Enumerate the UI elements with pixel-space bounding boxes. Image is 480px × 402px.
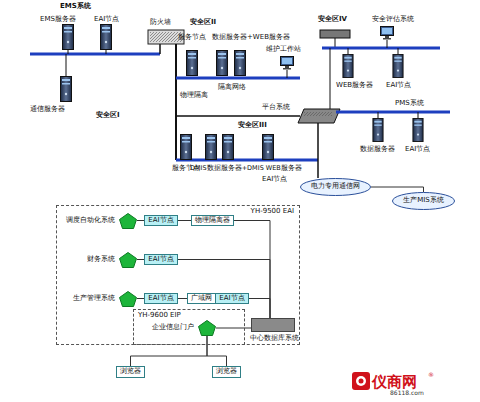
node-label: 生产MIS系统	[403, 197, 444, 205]
zone-label: 平台系统	[262, 104, 290, 112]
node-label: EAI节点	[148, 295, 173, 303]
process-box: EAI节点	[144, 254, 178, 265]
zone-label: DMIS数据服务器+DMIS WEB服务器	[190, 165, 302, 172]
node-label: 企业信息门户	[152, 324, 194, 332]
node-label: 电力专用通信网	[311, 183, 360, 191]
zone-label: 安全区II	[190, 19, 216, 27]
zone-iii	[176, 123, 318, 178]
network-cloud: 电力专用通信网	[300, 178, 371, 196]
node-label: EAI节点	[148, 217, 173, 225]
process-box: 浏览器	[116, 366, 145, 378]
node-label: 浏览器	[120, 368, 141, 376]
zone-label: EMS系统	[60, 3, 91, 11]
zone-label: 物理隔离	[180, 92, 208, 100]
system-pentagon: 调度自动化系统	[119, 213, 137, 229]
zone-label: 数据服务器	[360, 146, 395, 154]
connector	[371, 187, 424, 192]
zone-label: 数据服务器+WEB服务器	[212, 34, 290, 42]
zone-label: 安全评估系统	[372, 16, 414, 24]
node-label: 生产管理系统	[73, 295, 115, 303]
node-label: 调度自动化系统	[66, 217, 115, 225]
connector	[131, 336, 208, 366]
zone-label: 服务节点	[178, 34, 206, 42]
process-box: EAI节点	[144, 215, 178, 226]
node-label: 财务系统	[87, 256, 115, 264]
connector	[178, 220, 191, 221]
watermark-text: 仪商网	[372, 374, 417, 391]
watermark-text: ®	[428, 372, 434, 379]
zone-label: EMS服务器	[40, 16, 76, 24]
pentagon-shape	[119, 291, 137, 307]
node-label: 物理隔离器	[195, 217, 230, 225]
ems-zone	[30, 25, 184, 102]
process-box: EAI节点	[144, 293, 178, 304]
zone-label: 安全区I	[96, 112, 120, 120]
node-label: 广域网	[191, 295, 212, 303]
zone-label: EAI节点	[405, 146, 430, 154]
zone-label: 防火墙	[150, 19, 171, 27]
node-label: YH-9600 EIP	[138, 312, 181, 320]
zone-label: EAI节点	[262, 176, 287, 184]
connector	[207, 336, 227, 366]
system-pentagon: 财务系统	[119, 252, 137, 268]
network-cloud: 生产MIS系统	[392, 192, 455, 210]
watermark-text: 86118.com	[390, 390, 424, 397]
process-box: EAI节点	[215, 293, 249, 304]
node-label: 中心数据库系统	[250, 335, 299, 343]
process-box: 物理隔离器	[191, 215, 234, 226]
process-box: 广域网	[187, 293, 216, 304]
pentagon-shape	[119, 213, 137, 229]
connector	[137, 220, 144, 221]
zone-ii	[176, 44, 340, 160]
zone-label: PMS系统	[395, 100, 424, 108]
zone-label: WEB服务器	[336, 82, 373, 90]
node-label: EAI节点	[219, 295, 244, 303]
pentagon-shape	[198, 320, 216, 336]
system-boundary: YH-9500 EAI调度自动化系统EAI节点物理隔离器财务系统EAI节点生产管…	[56, 205, 300, 345]
node-label: YH-9500 EAI	[251, 208, 294, 216]
connector	[137, 298, 144, 299]
system-pentagon: 企业信息门户	[198, 320, 216, 336]
zone-label: 通信服务器	[30, 106, 65, 114]
connector	[216, 328, 251, 329]
zone-label: 隔离网络	[218, 84, 246, 92]
connector	[178, 298, 187, 299]
node-label: 浏览器	[216, 368, 237, 376]
system-pentagon: 生产管理系统	[119, 291, 137, 307]
database-box: 中心数据库系统	[251, 318, 295, 332]
zone-iv	[320, 27, 450, 142]
process-box: 浏览器	[212, 366, 241, 378]
pentagon-shape	[119, 252, 137, 268]
zone-label: 安全区IV	[318, 16, 347, 24]
node-label: EAI节点	[148, 256, 173, 264]
zone-label: 维护工作站	[266, 46, 301, 54]
zone-label: EAI节点	[94, 16, 119, 24]
zone-label: 安全区III	[238, 122, 267, 130]
connector	[249, 299, 270, 319]
system-boundary: YH-9600 EIP 企业信息门户	[133, 309, 245, 345]
zone-label: EAI节点	[386, 82, 411, 90]
connector	[137, 259, 144, 260]
watermark-logo	[352, 372, 370, 390]
